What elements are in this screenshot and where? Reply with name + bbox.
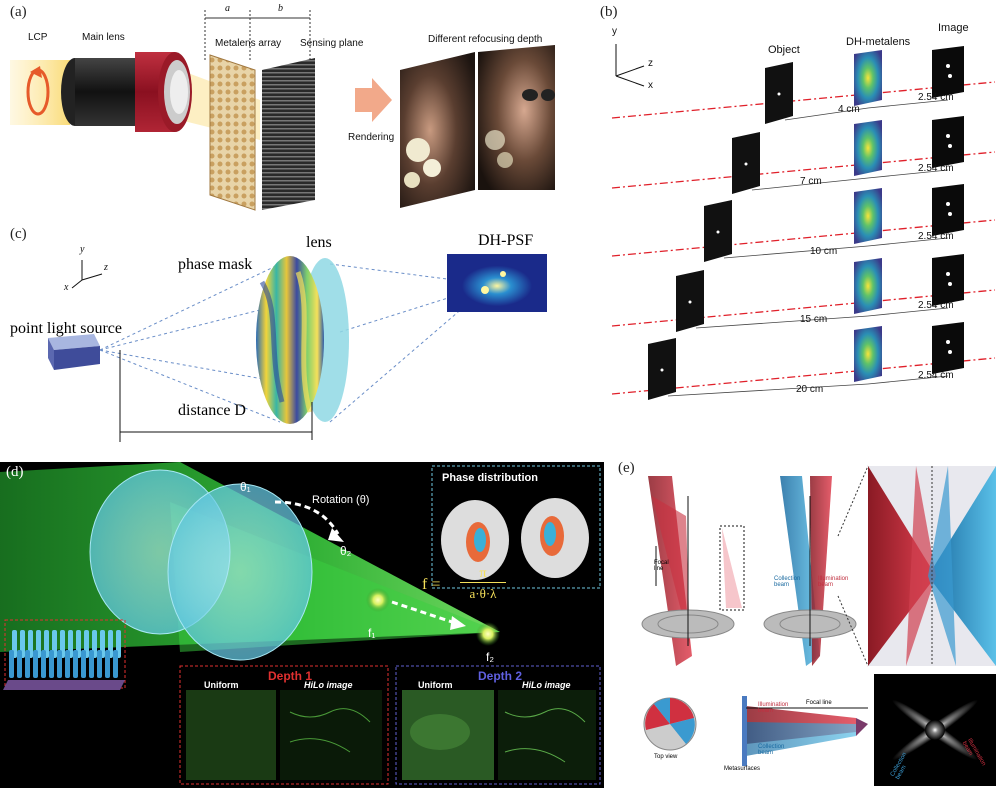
nanopillar	[57, 650, 62, 678]
theta1-label: θ₁	[240, 480, 251, 494]
panel-b-label: (b)	[600, 4, 618, 20]
axis-y-label: y	[612, 26, 617, 37]
nanopillar	[89, 650, 94, 678]
panel-e-illustration	[641, 465, 996, 786]
illum-beam2-label: Illumination beam	[758, 702, 789, 714]
dim-b-label: b	[278, 3, 283, 14]
nanopillar	[33, 650, 38, 678]
c-axis-x: x	[64, 282, 69, 293]
refocus-label: Different refocusing depth	[428, 34, 543, 45]
dh-metalens	[854, 188, 882, 244]
image-distance-4: 2.54 cm	[918, 370, 954, 381]
nanopillar	[17, 650, 22, 678]
distance-label-1: 7 cm	[800, 176, 822, 187]
object-header: Object	[768, 44, 800, 56]
nanopillar	[105, 650, 110, 678]
image-plane	[932, 184, 964, 236]
nanopillar	[41, 650, 46, 678]
formula-denominator: a·θ·λ	[469, 586, 497, 601]
dh-psf-label: DH-PSF	[478, 232, 534, 249]
panel-d-label: (d)	[6, 464, 24, 480]
setup-row-3	[611, 254, 996, 332]
panel-a-label: (a)	[10, 4, 27, 20]
setup-row-0	[611, 46, 996, 124]
panel-d: (d) θ₁ Rotation (θ) θ₂ Phase distributio…	[0, 462, 604, 788]
sensing-plane-label: Sensing plane	[300, 38, 364, 49]
image-plane	[932, 254, 964, 306]
panel-a: (a)	[0, 0, 600, 220]
nanopillar	[65, 650, 70, 678]
point-source-label: point light source	[10, 320, 122, 337]
hilo-label-2: HiLo image	[522, 680, 571, 690]
rotation-label: Rotation (θ)	[312, 494, 370, 506]
depth1-label: Depth 1	[268, 669, 313, 683]
panel-c-illustration	[48, 254, 547, 442]
phase-mask-label: phase mask	[178, 256, 253, 273]
illumination-beam-label: Illumination beam	[818, 576, 849, 588]
dim-a-label: a	[225, 3, 230, 14]
panel-c-label: (c)	[10, 226, 27, 242]
image-plane	[932, 116, 964, 168]
panel-b: (b) y z x Object DH-metalens Image 4 cm …	[600, 0, 1000, 420]
hilo-label-1: HiLo image	[304, 680, 353, 690]
image-distance-2: 2.54 cm	[918, 231, 954, 242]
f2-label: f₂	[486, 650, 494, 664]
setup-row-2	[611, 184, 996, 262]
dh-metalens	[854, 258, 882, 314]
nanopillar	[97, 650, 102, 678]
focal-line2-label: Focal line	[806, 700, 832, 706]
coll-beam2-label: Collection beam	[758, 744, 785, 756]
nanopillar	[113, 650, 118, 678]
image-distance-1: 2.54 cm	[918, 163, 954, 174]
setup-row-1	[611, 116, 996, 194]
focal-line-label: Focal line	[654, 560, 669, 572]
distance-d-label: distance D	[178, 402, 246, 419]
panel-a-illustration	[10, 10, 555, 211]
main-lens-label: Main lens	[82, 32, 125, 43]
formula-f: f =	[422, 576, 441, 593]
distance-label-2: 10 cm	[810, 246, 838, 257]
dh-metalens	[854, 50, 882, 106]
metalens-array-label: Metalens array	[215, 38, 282, 49]
image-distance-0: 2.54 cm	[918, 92, 954, 103]
distance-label-3: 15 cm	[800, 314, 828, 325]
axis-z-label: z	[648, 58, 653, 69]
lens-label: lens	[306, 234, 332, 251]
collection-beam-label: Collection beam	[774, 576, 801, 588]
dh-metalens-header: DH-metalens	[846, 36, 911, 48]
uniform-label-2: Uniform	[418, 680, 453, 690]
dh-metalens	[854, 120, 882, 176]
f1-label: f₁	[368, 626, 376, 640]
panel-b-illustration	[611, 44, 996, 400]
panel-e: (e)	[606, 456, 1000, 788]
panel-e-label: (e)	[618, 460, 635, 476]
formula-numerator: π	[460, 566, 506, 583]
image-plane	[932, 322, 964, 374]
uniform-label-1: Uniform	[204, 680, 239, 690]
nanopillar	[9, 650, 14, 678]
image-plane	[932, 46, 964, 98]
image-header: Image	[938, 22, 969, 34]
top-view-label: Top view	[654, 754, 678, 760]
panel-d-illustration	[0, 462, 601, 785]
nanopillar	[73, 650, 78, 678]
panel-c: (c)	[0, 222, 600, 447]
nanopillar	[49, 650, 54, 678]
c-axis-y: y	[80, 244, 85, 255]
nanopillar	[81, 650, 86, 678]
dh-metalens	[854, 326, 882, 382]
c-axis-z: z	[104, 262, 108, 273]
image-distance-3: 2.54 cm	[918, 300, 954, 311]
distance-label-4: 20 cm	[796, 384, 824, 395]
theta2-label: θ₂	[340, 544, 352, 558]
phase-distribution-title: Phase distribution	[442, 472, 538, 484]
rendering-label: Rendering	[348, 132, 395, 143]
nanopillar	[25, 650, 30, 678]
distance-label-0: 4 cm	[838, 104, 860, 115]
axis-x-label: x	[648, 80, 653, 91]
metasurfaces-label: Metasurfaces	[724, 766, 761, 772]
setup-row-4	[611, 322, 996, 400]
depth2-label: Depth 2	[478, 669, 523, 683]
lcp-label: LCP	[28, 32, 48, 43]
